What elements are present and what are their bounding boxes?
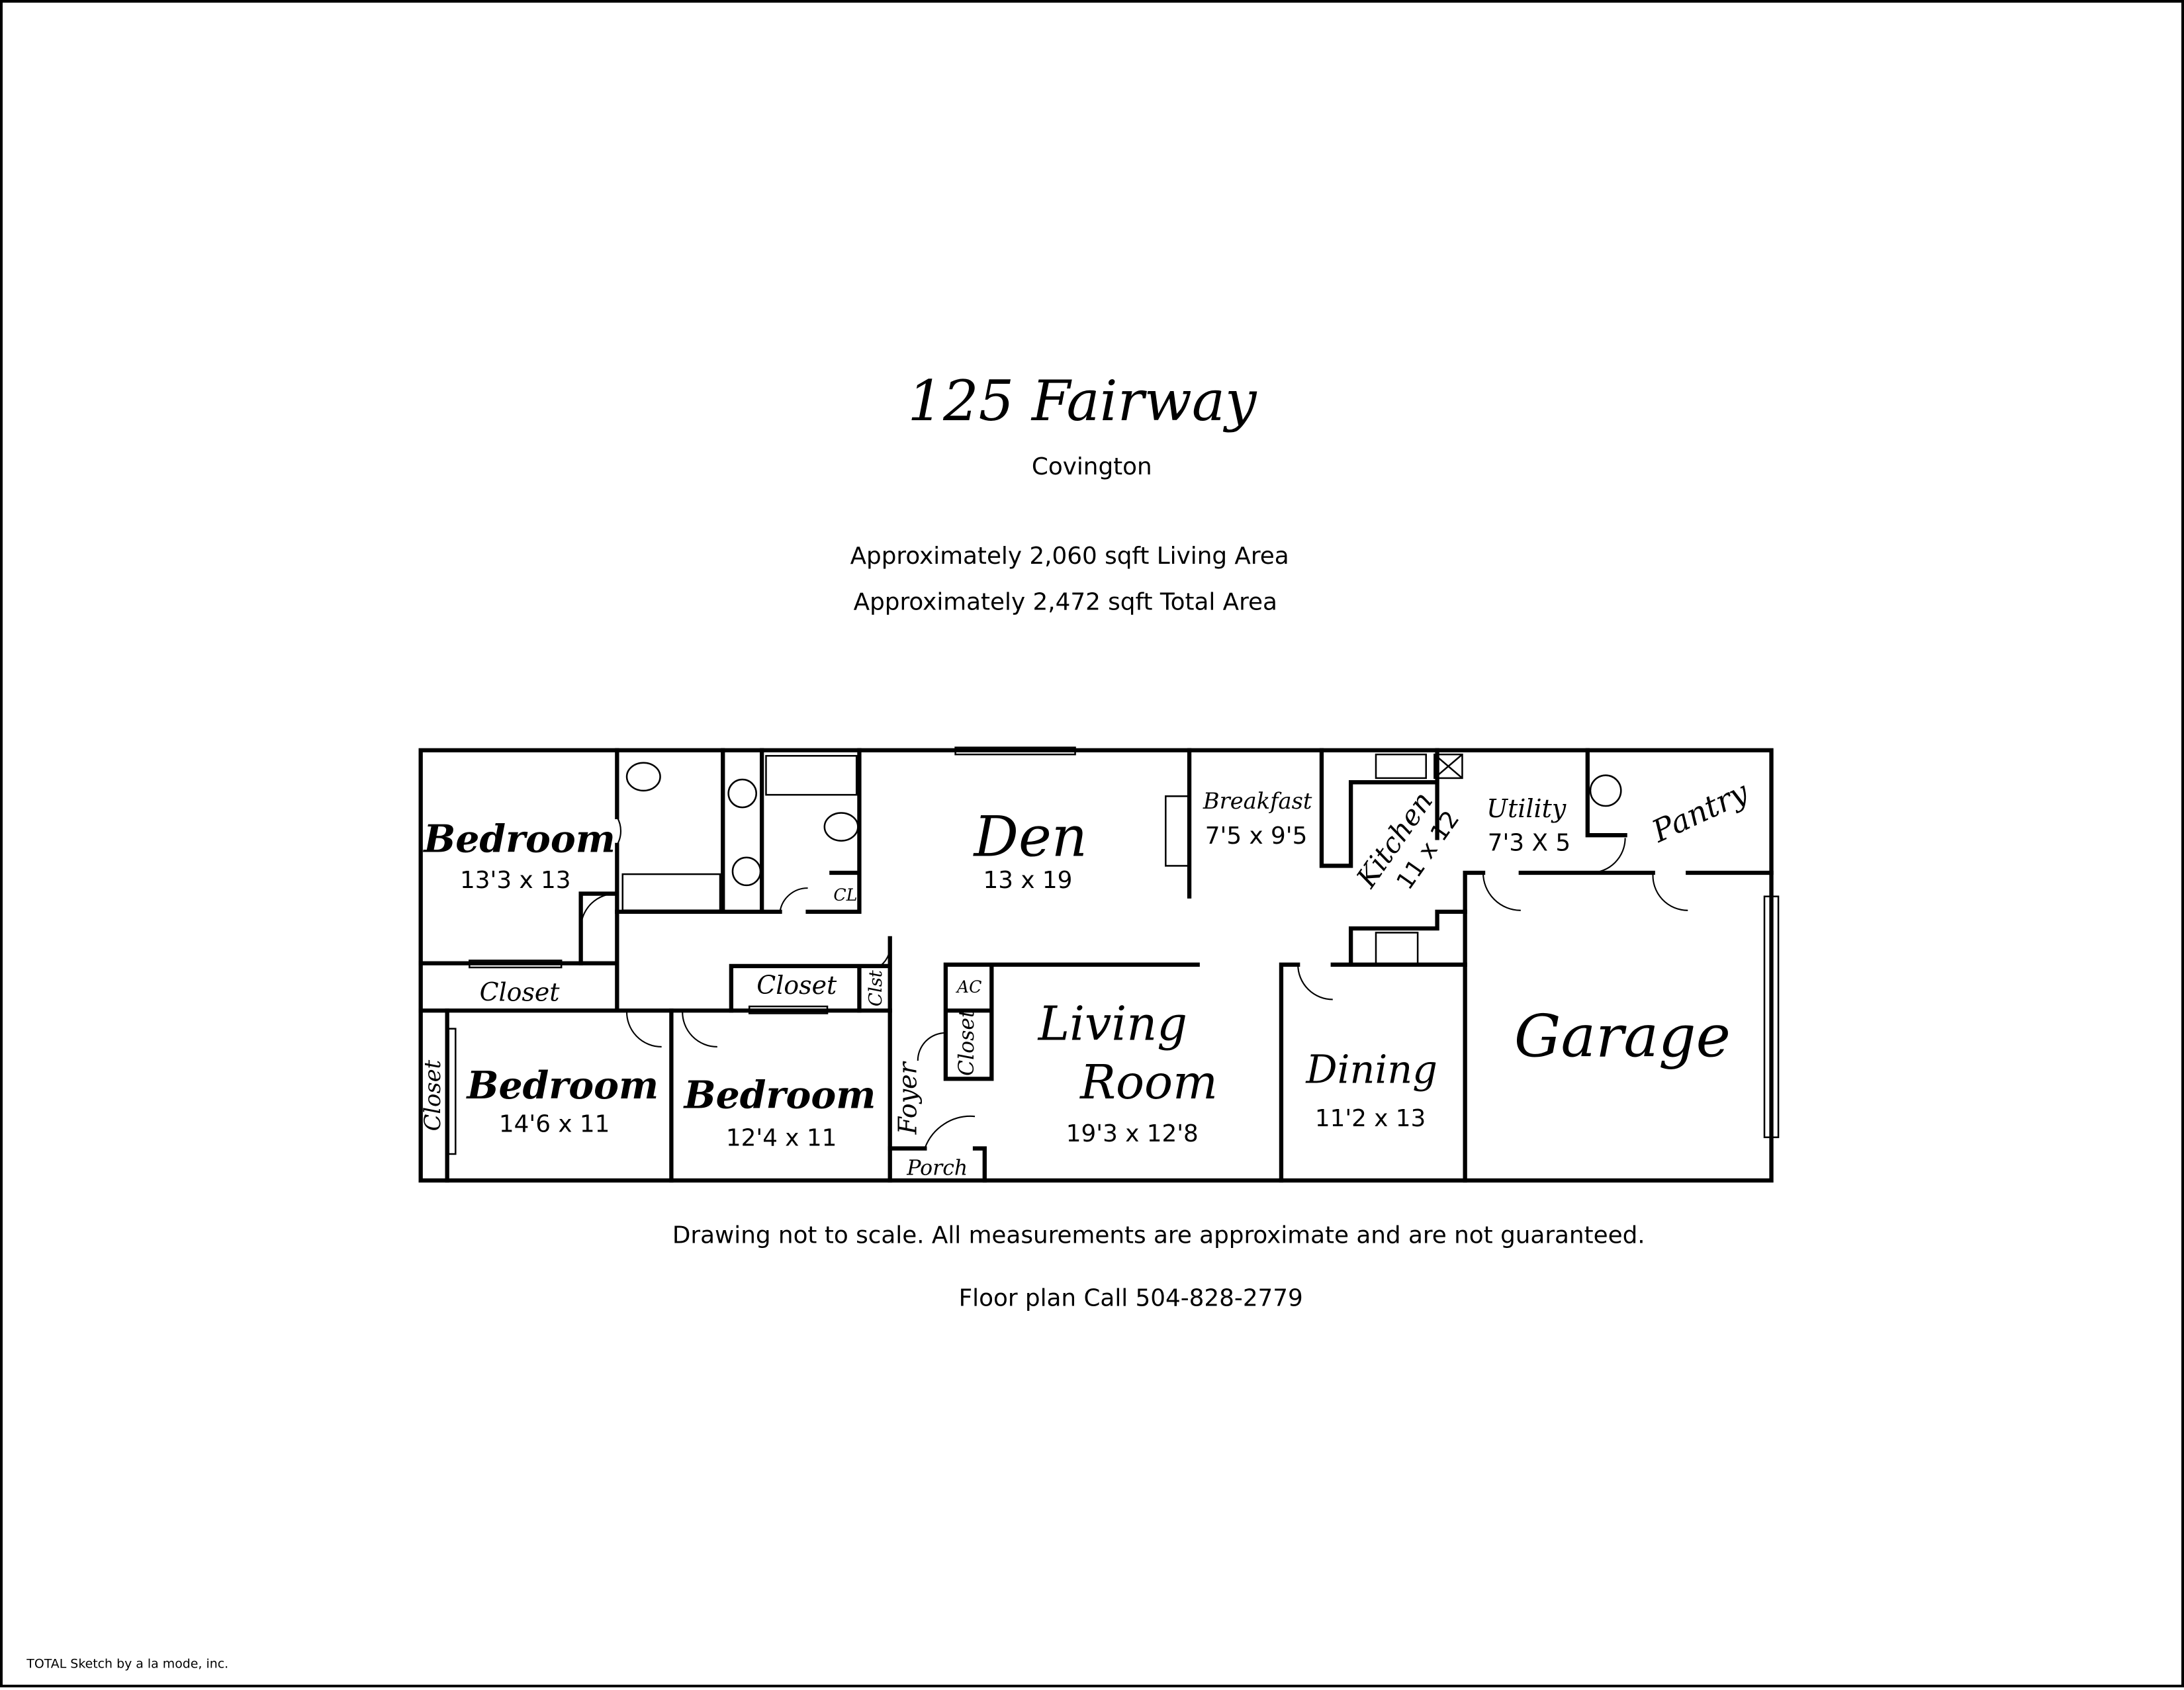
room-breakfast-label: Breakfast xyxy=(1203,788,1312,814)
walls xyxy=(418,746,1780,1183)
room-foyer-label: Foyer xyxy=(893,1061,923,1135)
software-credit: TOTAL Sketch by a la mode, inc. xyxy=(26,1656,228,1671)
room-ac-label: AC xyxy=(956,977,982,997)
room-den-label: Den xyxy=(972,805,1087,869)
room-bedroom-dims: 14'6 x 11 xyxy=(499,1110,610,1137)
floor-plan-drawing: 125 Fairway Covington Approximately 2,06… xyxy=(26,369,1780,1671)
room-cl-label: CL xyxy=(833,885,857,905)
fixtures xyxy=(580,753,1688,1149)
room-labels: Bedroom 13'3 x 13 Den 13 x 19 Breakfast … xyxy=(420,774,1754,1180)
disclaimer-text: Drawing not to scale. All measurements a… xyxy=(672,1222,1645,1249)
room-bedroom-label: Bedroom xyxy=(422,817,615,861)
room-bedroom-label: Bedroom xyxy=(465,1064,659,1108)
room-utility-label: Utility xyxy=(1486,794,1567,823)
room-dining-label: Dining xyxy=(1305,1047,1437,1092)
contact-text: Floor plan Call 504-828-2779 xyxy=(959,1284,1303,1312)
room-closet-label: Closet xyxy=(420,1059,445,1131)
room-breakfast-dims: 7'5 x 9'5 xyxy=(1205,823,1308,850)
room-bedroom-dims: 12'4 x 11 xyxy=(726,1124,837,1151)
room-living-label: Room xyxy=(1079,1055,1218,1110)
room-utility-dims: 7'3 X 5 xyxy=(1488,829,1570,856)
room-porch-label: Porch xyxy=(906,1157,968,1180)
room-living-dims: 19'3 x 12'8 xyxy=(1066,1120,1199,1147)
room-living-label: Living xyxy=(1037,996,1187,1051)
room-clst-label: Clst xyxy=(866,969,886,1006)
room-bedroom-dims: 13'3 x 13 xyxy=(460,867,570,894)
room-closet-label: Closet xyxy=(955,1009,979,1076)
room-closet-label: Closet xyxy=(756,971,837,1000)
room-garage-label: Garage xyxy=(1514,1002,1731,1071)
room-bedroom-label: Bedroom xyxy=(683,1074,876,1118)
page-title: 125 Fairway xyxy=(908,369,1257,433)
living-area-text: Approximately 2,060 sqft Living Area xyxy=(850,543,1289,570)
room-closet-label: Closet xyxy=(480,978,561,1007)
room-dining-dims: 11'2 x 13 xyxy=(1315,1105,1426,1132)
city-label: Covington xyxy=(1032,453,1152,480)
room-den-dims: 13 x 19 xyxy=(983,867,1073,894)
total-area-text: Approximately 2,472 sqft Total Area xyxy=(854,588,1277,615)
room-pantry-label: Pantry xyxy=(1646,774,1754,850)
